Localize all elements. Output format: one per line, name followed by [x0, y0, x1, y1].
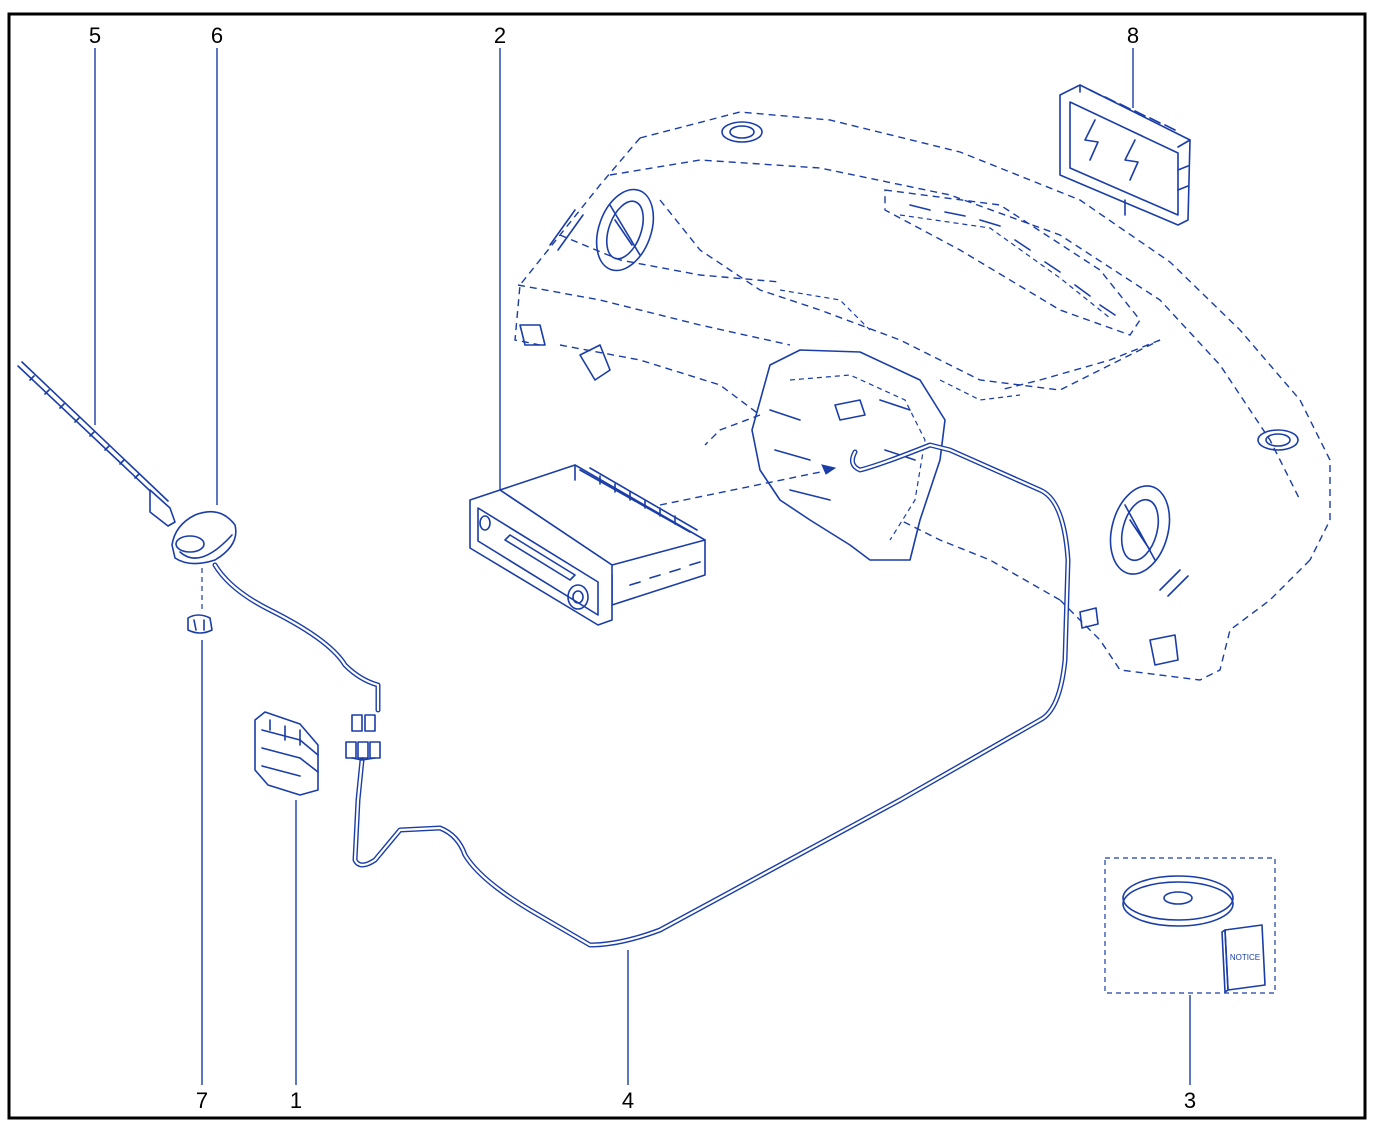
cd-and-booklet-box: NOTICE	[1104, 857, 1276, 994]
antenna-assembly	[17, 361, 237, 634]
callout-8: 8	[1127, 23, 1139, 48]
callout-1: 1	[290, 1088, 302, 1113]
antenna-cable	[212, 442, 1071, 948]
leader-lines	[94, 48, 1191, 1085]
callout-6: 6	[211, 23, 223, 48]
callout-2: 2	[494, 23, 506, 48]
display-screen	[1059, 84, 1191, 226]
bracket-part	[254, 711, 319, 796]
radio-unit	[469, 464, 837, 626]
callout-3: 3	[1184, 1088, 1196, 1113]
callout-7: 7	[196, 1088, 208, 1113]
booklet-text: NOTICE	[1230, 953, 1260, 962]
callout-5: 5	[89, 23, 101, 48]
callout-4: 4	[622, 1088, 634, 1113]
dashboard-outline	[514, 111, 1331, 681]
diagram-frame	[7, 12, 1367, 1120]
